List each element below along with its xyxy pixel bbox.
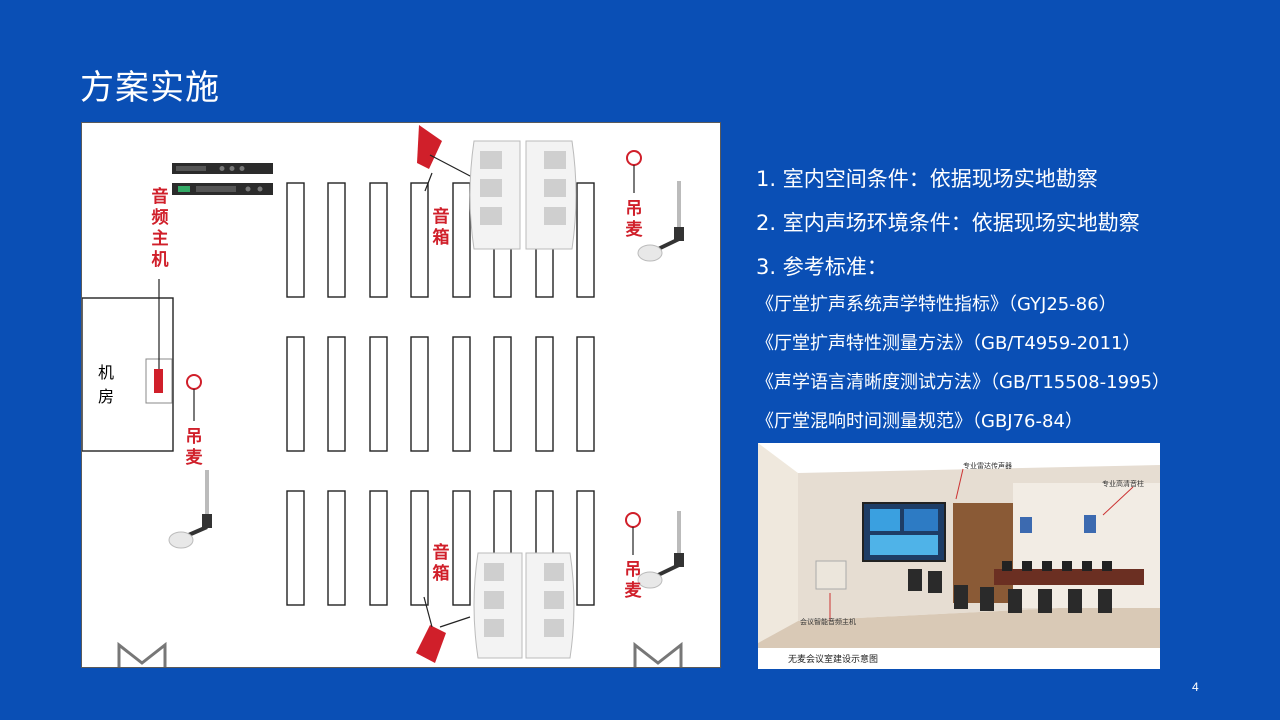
meeting-room-illustration xyxy=(758,443,1160,669)
page-number: 4 xyxy=(1192,680,1199,694)
render-caption: 无麦会议室建设示意图 xyxy=(788,655,879,665)
speaker-column-top-icon xyxy=(469,140,577,250)
label-mic-top-right: 吊麦 xyxy=(625,199,643,240)
point-item: 3. 参考标准： xyxy=(756,255,888,279)
standard-item: 《厅堂扩声系统声学特性指标》（GYJ25-86） xyxy=(756,294,1117,315)
host-unit-icon xyxy=(154,369,163,393)
floor-plan-drawing xyxy=(82,125,684,667)
label-mic-bottom-right: 吊麦 xyxy=(624,560,642,601)
point-item: 2. 室内声场环境条件：依据现场实地勘察 xyxy=(756,211,1140,235)
speaker-cone-top xyxy=(417,125,442,169)
slide-title: 方案实施 xyxy=(80,68,220,108)
speaker-cone-bottom xyxy=(416,625,446,663)
machine-room-box xyxy=(82,297,174,452)
standards-list: 《厅堂扩声系统声学特性指标》（GYJ25-86） 《厅堂扩声特性测量方法》（GB… xyxy=(756,285,1256,441)
label-mic-left: 吊麦 xyxy=(185,427,203,468)
speaker-column-bottom-icon xyxy=(473,552,575,659)
hanging-mic-top-right-icon xyxy=(637,181,684,262)
standard-item: 《声学语言清晰度测试方法》（GB/T15508-1995） xyxy=(756,372,1170,393)
door-mark-right-icon xyxy=(633,641,683,667)
hanging-mic-left-icon xyxy=(168,470,212,549)
label-speaker-top: 音箱 xyxy=(432,207,450,248)
mic-marker-bottom-right xyxy=(625,512,641,528)
tag-radar-mic: 专业雷达传声器 xyxy=(963,462,1012,470)
implementation-points: 1. 室内空间条件：依据现场实地勘察 2. 室内声场环境条件：依据现场实地勘察 … xyxy=(756,157,1256,289)
label-machine-room: 机房 xyxy=(98,363,115,406)
point-item: 1. 室内空间条件：依据现场实地勘察 xyxy=(756,167,1098,191)
seat-rows xyxy=(286,182,595,606)
door-mark-left-icon xyxy=(117,641,167,667)
tag-hd-column: 专业高清音柱 xyxy=(1102,480,1144,488)
mic-marker-left xyxy=(186,374,202,390)
floor-plan: 音频主机 机房 音箱 音箱 吊麦 吊麦 吊麦 xyxy=(81,122,721,668)
mic-marker-top-right xyxy=(626,150,642,166)
audio-host-device-icon xyxy=(172,163,273,195)
meeting-room-render: 专业雷达传声器 专业高清音柱 会议智能音频主机 无麦会议室建设示意图 xyxy=(758,443,1160,669)
label-speaker-bottom: 音箱 xyxy=(432,543,450,584)
label-audio-host: 音频主机 xyxy=(151,187,169,270)
standard-item: 《厅堂扩声特性测量方法》（GB/T4959-2011） xyxy=(756,333,1141,354)
hanging-mic-bottom-right-icon xyxy=(637,511,684,589)
tag-audio-host: 会议智能音频主机 xyxy=(800,618,856,626)
standard-item: 《厅堂混响时间测量规范》（GBJ76-84） xyxy=(756,411,1083,432)
